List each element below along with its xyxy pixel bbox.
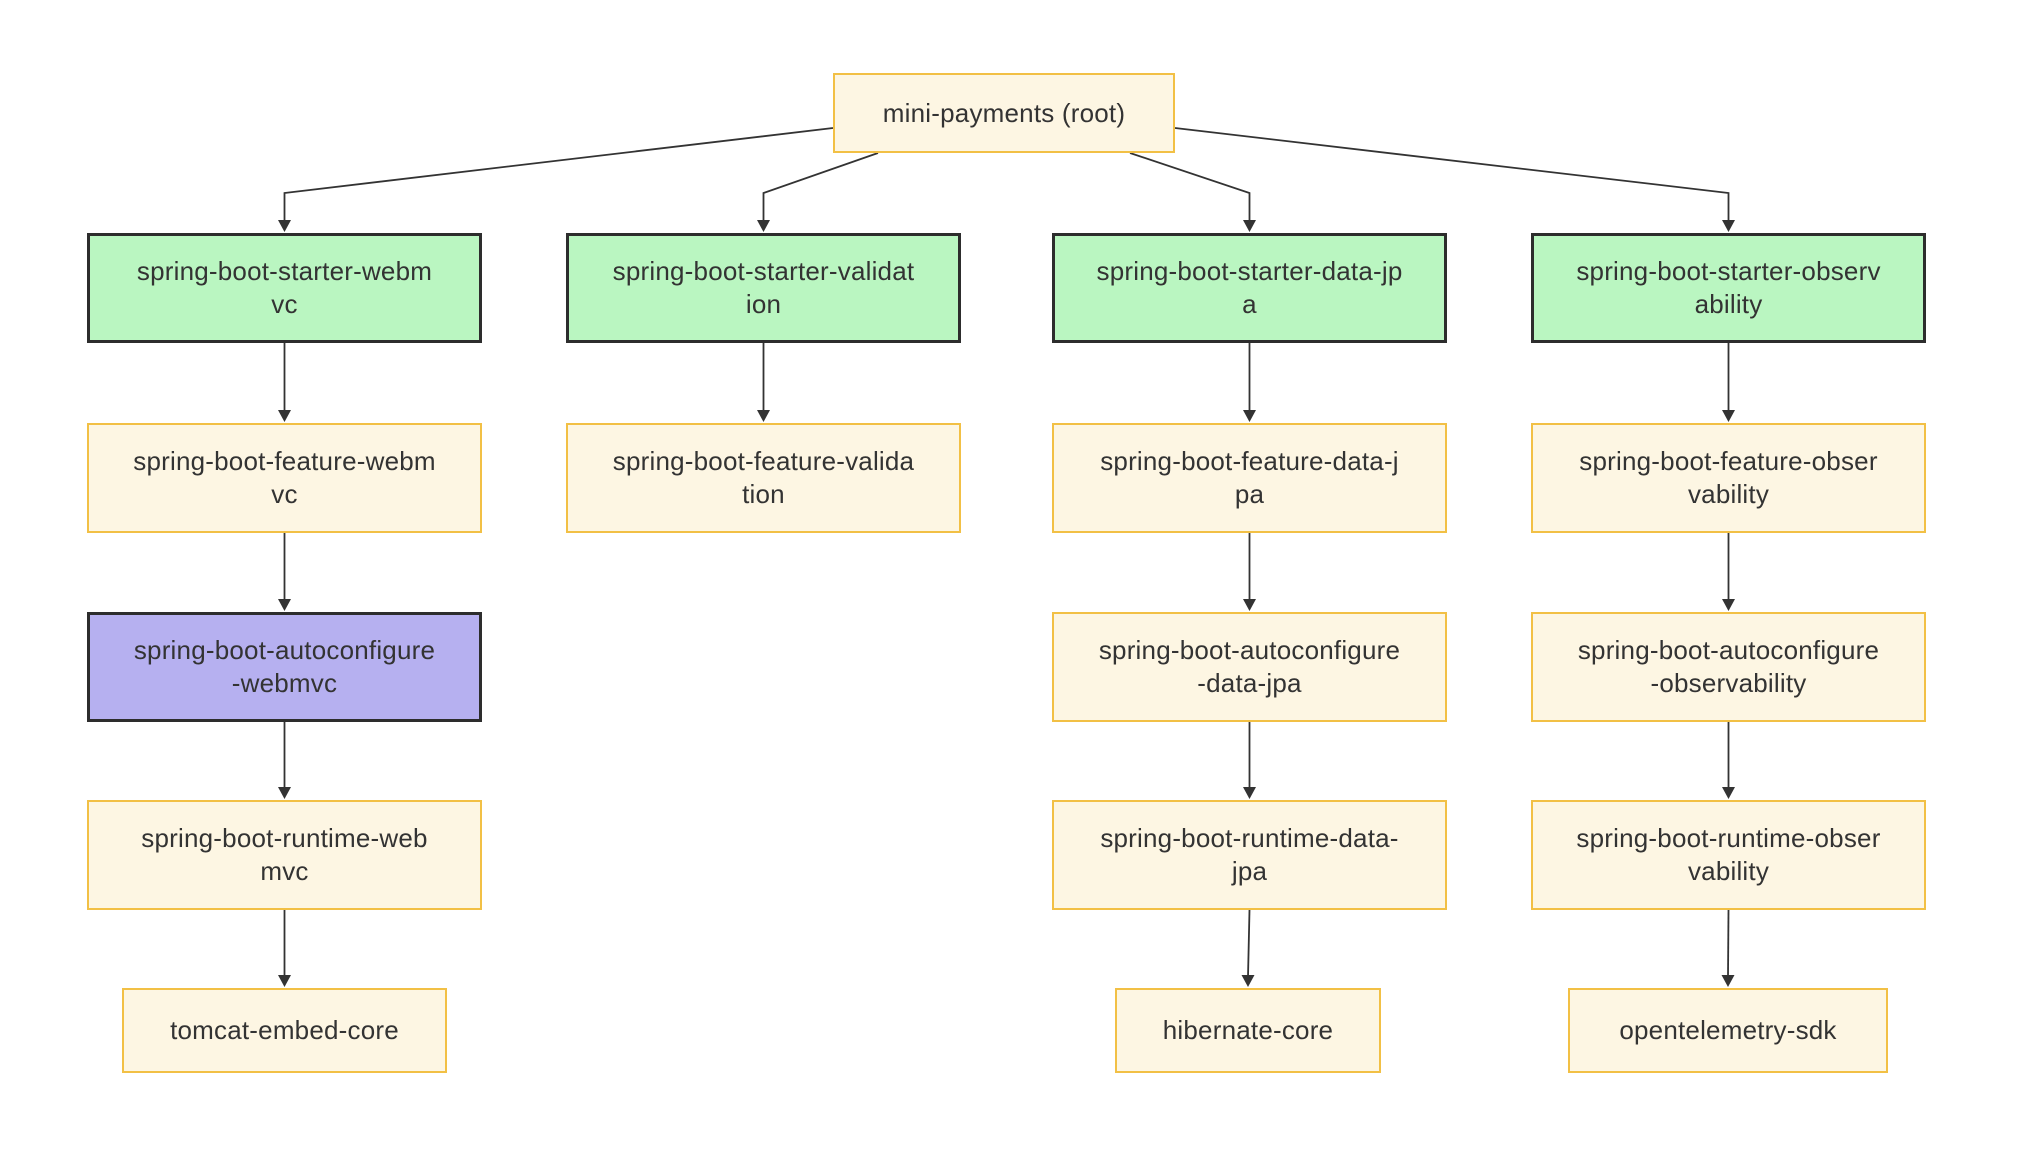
arrowhead-icon	[278, 220, 291, 232]
node-spring-boot-autoconfigure-data-jpa: spring-boot-autoconfigure-data-jpa	[1052, 612, 1447, 722]
node-label-line: -data-jpa	[1197, 668, 1302, 698]
node-opentelemetry-sdk: opentelemetry-sdk	[1568, 988, 1888, 1073]
edge-spring-boot-runtime-observability--opentelemetry-sdk	[1721, 909, 1735, 987]
arrowhead-icon	[1721, 975, 1735, 987]
node-label-line: spring-boot-runtime-obser	[1576, 823, 1881, 853]
edge-spring-boot-runtime-webmvc--tomcat-embed-core	[278, 910, 291, 987]
node-label-line: spring-boot-autoconfigure	[133, 635, 436, 665]
node-label-line: hibernate-core	[1162, 1015, 1334, 1045]
arrowhead-icon	[1722, 410, 1735, 422]
arrowhead-icon	[278, 975, 291, 987]
node-label-line: spring-boot-runtime-web	[141, 823, 428, 853]
edge-spring-boot-autoconfigure-observability--spring-boot-runtime-observability	[1722, 722, 1735, 799]
edge-spring-boot-starter-webmvc--spring-boot-feature-webmvc	[278, 343, 291, 422]
edge-root--spring-boot-starter-webmvc	[278, 127, 834, 232]
node-spring-boot-autoconfigure-observability: spring-boot-autoconfigure-observability	[1531, 612, 1926, 722]
node-label-line: vability	[1687, 856, 1770, 886]
arrowhead-icon	[1722, 599, 1735, 611]
edge-spring-boot-feature-webmvc--spring-boot-autoconfigure-webmvc	[278, 533, 291, 611]
edge-spring-boot-feature-observability--spring-boot-autoconfigure-observability	[1722, 533, 1735, 611]
node-label-line: ability	[1694, 289, 1763, 319]
edge-spring-boot-runtime-data-jpa--hibernate-core	[1241, 909, 1255, 987]
node-spring-boot-autoconfigure-webmvc: spring-boot-autoconfigure-webmvc	[87, 612, 482, 722]
node-label-line: spring-boot-runtime-data-	[1100, 823, 1399, 853]
edge-spring-boot-autoconfigure-webmvc--spring-boot-runtime-webmvc	[278, 722, 291, 799]
node-label-line: opentelemetry-sdk	[1619, 1015, 1837, 1045]
node-hibernate-core: hibernate-core	[1115, 988, 1381, 1073]
edge-spring-boot-starter-observability--spring-boot-feature-observability	[1722, 343, 1735, 422]
node-label-line: spring-boot-feature-valida	[612, 446, 915, 476]
node-label-line: vc	[271, 289, 298, 319]
node-label-line: pa	[1234, 479, 1265, 509]
node-label-line: spring-boot-feature-obser	[1579, 446, 1878, 476]
node-label-line: tomcat-embed-core	[170, 1015, 399, 1045]
edge-spring-boot-feature-data-jpa--spring-boot-autoconfigure-data-jpa	[1243, 533, 1256, 611]
arrowhead-icon	[278, 410, 291, 422]
arrowhead-icon	[1241, 975, 1255, 987]
edge-root--spring-boot-starter-validation	[757, 152, 879, 232]
edge-spring-boot-starter-data-jpa--spring-boot-feature-data-jpa	[1243, 343, 1256, 422]
node-spring-boot-runtime-data-jpa: spring-boot-runtime-data-jpa	[1052, 800, 1447, 910]
node-label-line: spring-boot-autoconfigure	[1098, 635, 1401, 665]
node-label-line: spring-boot-starter-validat	[612, 256, 915, 286]
edge-spring-boot-autoconfigure-data-jpa--spring-boot-runtime-data-jpa	[1243, 722, 1256, 799]
node-label-line: spring-boot-feature-webm	[133, 446, 436, 476]
node-label-line: vc	[271, 479, 298, 509]
edge-spring-boot-starter-validation--spring-boot-feature-validation	[757, 343, 770, 422]
arrowhead-icon	[1243, 787, 1256, 799]
node-root: mini-payments (root)	[833, 73, 1175, 153]
node-label-line: spring-boot-autoconfigure	[1577, 635, 1880, 665]
edge-root--spring-boot-starter-observability	[1174, 127, 1735, 232]
edge-root--spring-boot-starter-data-jpa	[1129, 152, 1256, 232]
node-label-line: mini-payments (root)	[882, 97, 1126, 128]
node-label-line: spring-boot-starter-data-jp	[1096, 256, 1403, 286]
arrowhead-icon	[278, 787, 291, 799]
node-label-line: mvc	[260, 856, 309, 886]
arrowhead-icon	[278, 599, 291, 611]
node-label-line: spring-boot-starter-observ	[1576, 256, 1881, 286]
arrowhead-icon	[1243, 410, 1256, 422]
node-label-line: spring-boot-feature-data-j	[1100, 446, 1399, 476]
node-label-line: a	[1242, 289, 1257, 319]
node-label-line: jpa	[1231, 856, 1268, 886]
arrowhead-icon	[1243, 599, 1256, 611]
node-label-line: tion	[742, 479, 785, 509]
arrowhead-icon	[757, 220, 770, 232]
node-tomcat-embed-core: tomcat-embed-core	[122, 988, 447, 1073]
arrowhead-icon	[1722, 787, 1735, 799]
node-label-line: -observability	[1650, 668, 1807, 698]
arrowhead-icon	[757, 410, 770, 422]
arrowhead-icon	[1243, 220, 1256, 232]
arrowhead-icon	[1722, 220, 1735, 232]
node-label-line: -webmvc	[231, 668, 338, 698]
node-label-line: vability	[1687, 479, 1770, 509]
node-label-line: spring-boot-starter-webm	[136, 256, 433, 286]
node-label-line: ion	[745, 289, 782, 319]
